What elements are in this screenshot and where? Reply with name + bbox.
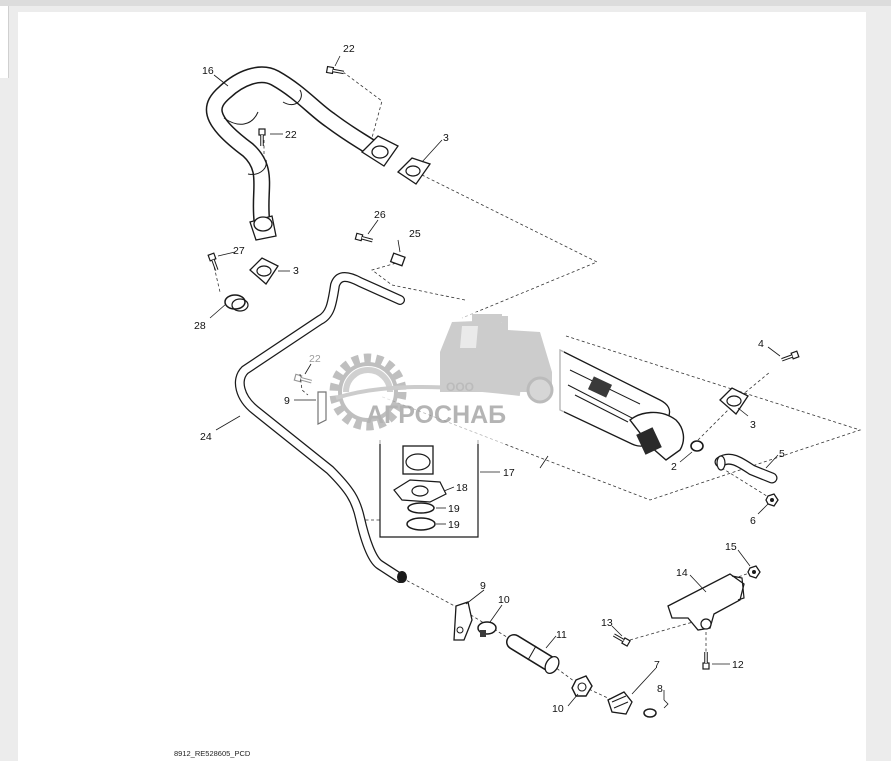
callout-7: 7 — [654, 659, 660, 671]
cooler-outline — [379, 335, 862, 501]
top-bar — [0, 0, 891, 6]
spacer-part-25 — [389, 252, 406, 267]
clamp-part-10-lower — [571, 675, 593, 697]
callout-3: 3 — [293, 265, 299, 277]
callout-25: 25 — [409, 228, 421, 240]
tractor-icon — [440, 314, 554, 404]
callout-13: 13 — [601, 617, 613, 629]
bolt-part-22-middle — [257, 127, 267, 148]
callout-9: 9 — [284, 395, 290, 407]
gasket-part-3-right — [719, 387, 749, 415]
callout-labels: 16 22 22 3 26 27 25 3 28 22 9 24 4 3 2 5… — [194, 43, 785, 715]
callout-22-faded: 22 — [309, 353, 321, 365]
callout-2: 2 — [671, 461, 677, 473]
callout-15: 15 — [725, 541, 737, 553]
nut-part-15 — [747, 565, 761, 579]
fitting-part-7 — [607, 691, 633, 715]
watermark-logo: ООО АГРОСНАБ — [329, 312, 564, 444]
callout-10: 10 — [498, 594, 510, 606]
cooler-body — [559, 348, 685, 461]
o-ring-part-8 — [643, 708, 657, 718]
callout-8: 8 — [657, 683, 663, 695]
bolt-part-22-top — [324, 64, 347, 78]
left-panel-edge — [0, 6, 9, 78]
tube-part-16 — [205, 66, 399, 241]
bolt-part-13 — [610, 630, 632, 648]
gasket-part-3-left — [249, 257, 279, 285]
callout-9: 9 — [480, 580, 486, 592]
callout-18: 18 — [456, 482, 468, 494]
watermark-large-text: АГРОСНАБ — [366, 401, 506, 429]
callout-10: 10 — [552, 703, 564, 715]
o-ring-part-2 — [690, 440, 704, 452]
bracket-part-14 — [667, 573, 745, 631]
gasket-part-3-top — [396, 157, 432, 185]
callout-27: 27 — [233, 245, 245, 257]
nut-part-6 — [765, 493, 779, 507]
clamp-part-28 — [224, 294, 249, 312]
bracket-part-9-upper — [317, 391, 327, 425]
swoosh-shape — [335, 384, 521, 400]
callout-16: 16 — [202, 65, 214, 77]
callout-19: 19 — [448, 503, 460, 515]
callout-5: 5 — [779, 448, 785, 460]
hose-part-11 — [506, 634, 560, 675]
clamp-part-10-upper — [477, 621, 497, 637]
bolt-part-12 — [701, 650, 711, 671]
subassembly-box-17 — [379, 440, 479, 538]
callout-22: 22 — [285, 129, 297, 141]
callout-11: 11 — [556, 629, 567, 641]
callout-12: 12 — [732, 659, 744, 671]
bolt-part-4 — [779, 349, 801, 365]
tube-part-24 — [234, 272, 407, 583]
callout-17: 17 — [503, 467, 515, 479]
callout-24: 24 — [200, 431, 212, 443]
callout-4: 4 — [758, 338, 764, 350]
callout-3: 3 — [443, 132, 449, 144]
bolt-part-26 — [353, 231, 376, 246]
bolt-part-22-faded — [292, 372, 315, 387]
callout-28: 28 — [194, 320, 206, 332]
tube-part-5 — [714, 453, 778, 484]
callout-19: 19 — [448, 519, 460, 531]
callout-3: 3 — [750, 419, 756, 431]
leader-lines — [209, 55, 781, 709]
bracket-part-9-lower — [453, 601, 473, 641]
callout-14: 14 — [676, 567, 688, 579]
watermark-small-text: ООО — [446, 380, 474, 394]
figure-caption: 8912_RE528605_PCD — [174, 749, 251, 758]
callout-22: 22 — [343, 43, 355, 55]
callout-6: 6 — [750, 515, 756, 527]
callout-26: 26 — [374, 209, 386, 221]
bolt-part-27 — [206, 251, 222, 273]
